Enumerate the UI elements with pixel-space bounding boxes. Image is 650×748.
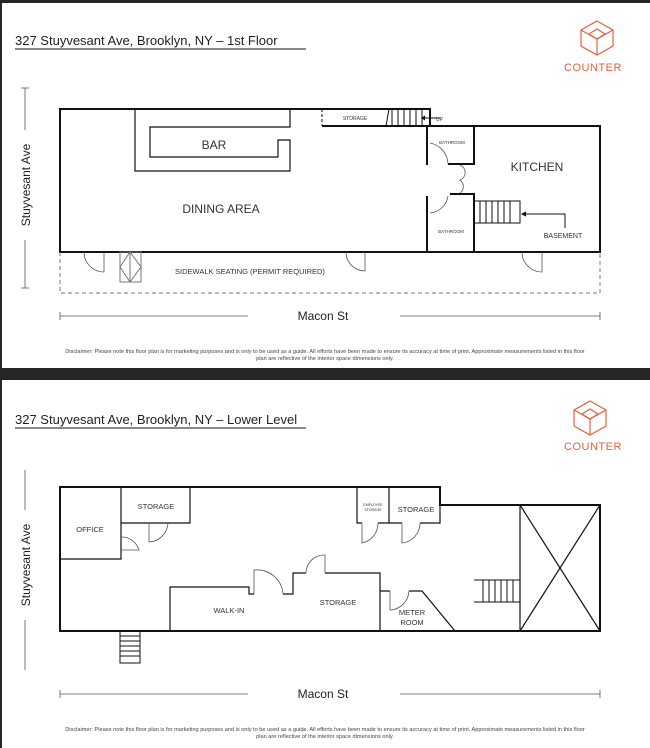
stairs-up-label: UP: [436, 117, 444, 123]
room-kitchen: KITCHEN: [511, 160, 564, 174]
room-storage-3: STORAGE: [320, 598, 357, 607]
room-bar: BAR: [202, 138, 227, 152]
room-meter-line2: ROOM: [400, 618, 423, 627]
counter-logo: COUNTER: [564, 20, 622, 74]
front-dimension: Macon St: [59, 309, 601, 323]
lower-level-panel: 327 Stuyvesant Ave, Brooklyn, NY – Lower…: [2, 380, 650, 748]
disclaimer-line-2: plan are reflective of the interior spac…: [256, 734, 394, 740]
walls: [59, 108, 601, 253]
front-dimension: Macon St: [59, 687, 601, 701]
sidewalk-seating-label: SIDEWALK SEATING (PERMIT REQUIRED): [175, 267, 325, 276]
front-street-label: Macon St: [298, 687, 349, 701]
room-employee-storage-line2: STORAGE: [364, 508, 382, 512]
doors: [120, 522, 421, 611]
basement-label: BASEMENT: [544, 233, 583, 240]
interior-walls: [60, 487, 601, 632]
stairs-up-icon: [385, 108, 440, 127]
counter-logo: COUNTER: [564, 400, 622, 453]
lower-level-title: 327 Stuyvesant Ave, Brooklyn, NY – Lower…: [15, 412, 297, 427]
room-walk-in: WALK-IN: [214, 606, 245, 615]
room-storage-1: STORAGE: [138, 502, 175, 511]
first-floor-panel: 327 Stuyvesant Ave, Brooklyn, NY – 1st F…: [2, 3, 650, 368]
room-storage: STORAGE: [343, 116, 368, 122]
room-dining-area: DINING AREA: [182, 202, 259, 216]
doors: [83, 142, 543, 273]
stairs-icon: [474, 579, 520, 603]
sidewalk-seating: [59, 251, 601, 294]
side-dimension: Stuyvesant Ave: [19, 87, 33, 289]
room-office: OFFICE: [76, 525, 104, 534]
svg-text:COUNTER: COUNTER: [564, 62, 622, 74]
room-bathroom-2: BATHROOM: [438, 229, 464, 234]
room-employee-storage: EMPLOYEE: [363, 503, 383, 507]
front-street-label: Macon St: [298, 309, 349, 323]
room-bathroom-1: BATHROOM: [439, 140, 465, 145]
room-meter: METER: [399, 608, 426, 617]
disclaimer-line-2: plan are reflective of the interior spac…: [256, 356, 394, 362]
disclaimer-line-1: Disclaimer: Please note this floor plan …: [65, 727, 585, 733]
first-floor-plan: 327 Stuyvesant Ave, Brooklyn, NY – 1st F…: [15, 20, 622, 362]
lower-level-plan: 327 Stuyvesant Ave, Brooklyn, NY – Lower…: [15, 400, 622, 740]
side-street-label: Stuyvesant Ave: [19, 143, 33, 226]
stairs-basement-icon: [473, 200, 566, 228]
bar-counter: [134, 109, 291, 172]
side-dimension: Stuyvesant Ave: [19, 470, 33, 670]
exterior-stairs-icon: [119, 630, 141, 664]
side-street-label: Stuyvesant Ave: [19, 523, 33, 606]
first-floor-title: 327 Stuyvesant Ave, Brooklyn, NY – 1st F…: [15, 33, 278, 48]
room-storage-2: STORAGE: [398, 505, 435, 514]
svg-text:COUNTER: COUNTER: [564, 441, 622, 453]
disclaimer-line-1: Disclaimer: Please note this floor plan …: [65, 349, 585, 355]
